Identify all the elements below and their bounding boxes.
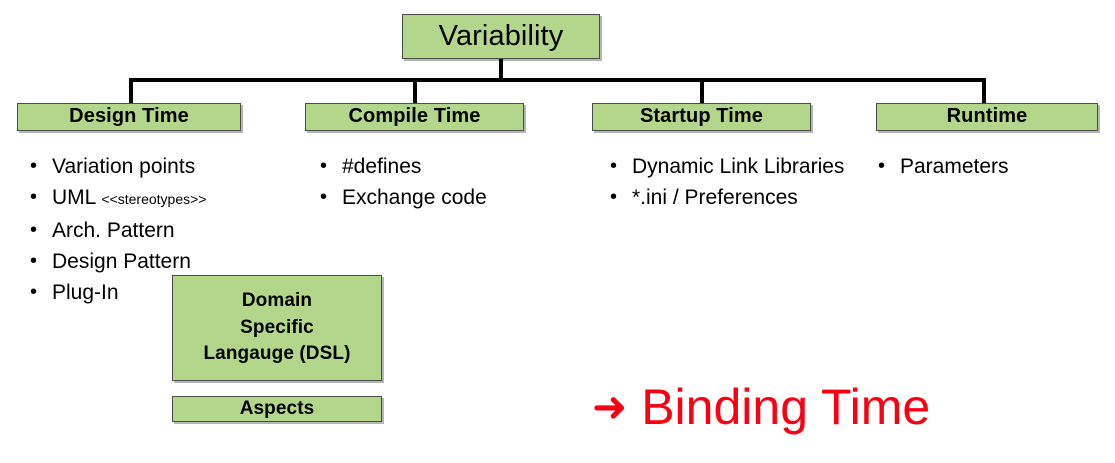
list-item: • Design Pattern — [30, 247, 295, 276]
bullet-dot-icon: • — [610, 186, 618, 208]
list-item: • Parameters — [878, 152, 1108, 181]
list-item-label: Arch. Pattern — [52, 219, 175, 242]
bullet-dot-icon: • — [30, 250, 38, 272]
list-item-label: UML <<stereotypes>> — [52, 183, 206, 214]
list-item-label: Design Pattern — [52, 250, 191, 273]
node-variability[interactable]: Variability — [402, 14, 600, 59]
node-compile-time-label: Compile Time — [348, 105, 481, 128]
bullet-dot-icon: • — [320, 155, 328, 177]
connector-trunk — [499, 59, 503, 81]
list-item-label: #defines — [342, 155, 422, 178]
list-item: • Arch. Pattern — [30, 216, 295, 245]
list-item-label: Dynamic Link Libraries — [632, 155, 845, 178]
node-design-time[interactable]: Design Time — [17, 103, 241, 131]
bullet-list-design-time: • Variation points • UML <<stereotypes>>… — [30, 152, 295, 309]
bullet-dot-icon: • — [30, 219, 38, 241]
node-aspects[interactable]: Aspects — [172, 396, 382, 422]
list-item-stereotype: <<stereotypes>> — [101, 191, 207, 207]
node-runtime-label: Runtime — [946, 105, 1028, 128]
node-runtime[interactable]: Runtime — [876, 103, 1098, 131]
list-item-main: UML — [52, 186, 102, 209]
list-item-label: Variation points — [52, 155, 196, 178]
list-item-label: *.ini / Preferences — [632, 186, 798, 209]
binding-time-label: Binding Time — [641, 379, 931, 435]
list-item: • *.ini / Preferences — [610, 183, 850, 212]
node-design-time-label: Design Time — [69, 105, 189, 128]
node-variability-label: Variability — [438, 20, 564, 53]
connector-horizontal-bar — [129, 78, 986, 82]
connector-drop-runtime — [982, 78, 986, 104]
list-item: • Dynamic Link Libraries — [610, 152, 850, 181]
connector-drop-startup-time — [700, 78, 704, 104]
bullet-list-startup-time: • Dynamic Link Libraries • *.ini / Prefe… — [610, 152, 850, 214]
connector-drop-compile-time — [413, 78, 417, 104]
list-item: • Plug-In — [30, 278, 295, 307]
bullet-dot-icon: • — [610, 155, 618, 177]
node-startup-time-label: Startup Time — [639, 105, 764, 128]
binding-time-callout: ➜ Binding Time — [592, 381, 930, 434]
list-item-label: Exchange code — [342, 186, 487, 209]
connector-drop-design-time — [129, 78, 133, 104]
list-item-label: Plug-In — [52, 281, 119, 304]
bullet-dot-icon: • — [30, 281, 38, 303]
bullet-dot-icon: • — [320, 186, 328, 208]
node-aspects-label: Aspects — [239, 397, 315, 419]
list-item: • UML <<stereotypes>> — [30, 183, 295, 214]
bullet-dot-icon: • — [30, 155, 38, 177]
arrow-right-icon: ➜ — [592, 382, 628, 432]
bullet-list-compile-time: • #defines • Exchange code — [320, 152, 575, 214]
bullet-dot-icon: • — [30, 186, 38, 208]
list-item: • #defines — [320, 152, 575, 181]
list-item-label: Parameters — [900, 155, 1009, 178]
node-startup-time[interactable]: Startup Time — [592, 103, 811, 131]
bullet-list-runtime: • Parameters — [878, 152, 1108, 183]
bullet-dot-icon: • — [878, 155, 886, 177]
list-item: • Variation points — [30, 152, 295, 181]
node-compile-time[interactable]: Compile Time — [305, 103, 524, 131]
list-item: • Exchange code — [320, 183, 575, 212]
